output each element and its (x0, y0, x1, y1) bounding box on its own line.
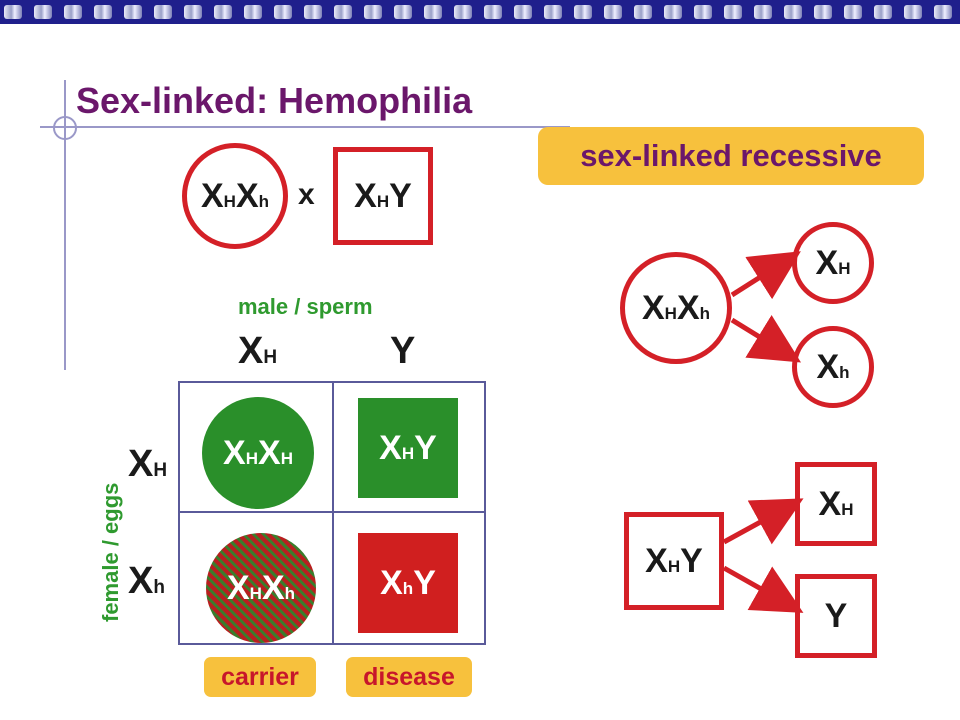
disease-tag: disease (346, 657, 472, 697)
male-gamete-y-square: Y (795, 574, 877, 658)
binder-ring-icon (394, 5, 412, 19)
binder-ring-icon (244, 5, 262, 19)
carrier-tag: carrier (204, 657, 316, 697)
binder-ring-icon (634, 5, 652, 19)
binder-ring-icon (274, 5, 292, 19)
binder-ring-icon (124, 5, 142, 19)
binder-ring-icon (364, 5, 382, 19)
arrow-to-male-xh (722, 498, 804, 545)
binder-ring-icon (574, 5, 592, 19)
binder-ring-icon (4, 5, 22, 19)
binder-ring-icon (784, 5, 802, 19)
arrow-to-male-y (722, 565, 804, 613)
binder-ring-icon (514, 5, 532, 19)
binder-ring-icon (664, 5, 682, 19)
binder-ring-icon (754, 5, 772, 19)
binder-ring-icon (934, 5, 952, 19)
binder-ring-icon (334, 5, 352, 19)
arrow-to-xh (730, 251, 801, 300)
top-bar (0, 0, 960, 24)
binder-ring-icon (694, 5, 712, 19)
binder-ring-icon (844, 5, 862, 19)
binder-ring-icon (484, 5, 502, 19)
page-title: Sex-linked: Hemophilia (76, 80, 473, 121)
binder-ring-icon (424, 5, 442, 19)
sperm-allele-y: Y (390, 330, 416, 372)
binder-ring-icon (304, 5, 322, 19)
male-sperm-label: male / sperm (238, 294, 373, 319)
binder-ring-icon (904, 5, 922, 19)
binder-ring-icon (874, 5, 892, 19)
arrow-to-xlowh (730, 314, 802, 363)
punnett-square (178, 381, 486, 645)
binder-ring-icon (94, 5, 112, 19)
binder-ring-icon (544, 5, 562, 19)
crosshair-icon (53, 116, 77, 140)
binder-ring-icon (604, 5, 622, 19)
binder-ring-icon (814, 5, 832, 19)
binder-ring-icon (214, 5, 232, 19)
sex-linked-recessive-badge: sex-linked recessive (538, 127, 924, 185)
decorative-horizontal-rule (40, 126, 570, 128)
binder-ring-icon (454, 5, 472, 19)
binder-ring-icon (154, 5, 172, 19)
decorative-vertical-rule (64, 80, 66, 370)
grid-divider-vertical (332, 383, 334, 643)
male-gamete-y: Y (824, 597, 848, 635)
binder-ring-icon (34, 5, 52, 19)
binder-ring-icon (64, 5, 82, 19)
cross-operator: x (298, 178, 315, 211)
binder-ring-icon (724, 5, 742, 19)
grid-divider-horizontal (180, 511, 484, 513)
binder-ring-icon (184, 5, 202, 19)
